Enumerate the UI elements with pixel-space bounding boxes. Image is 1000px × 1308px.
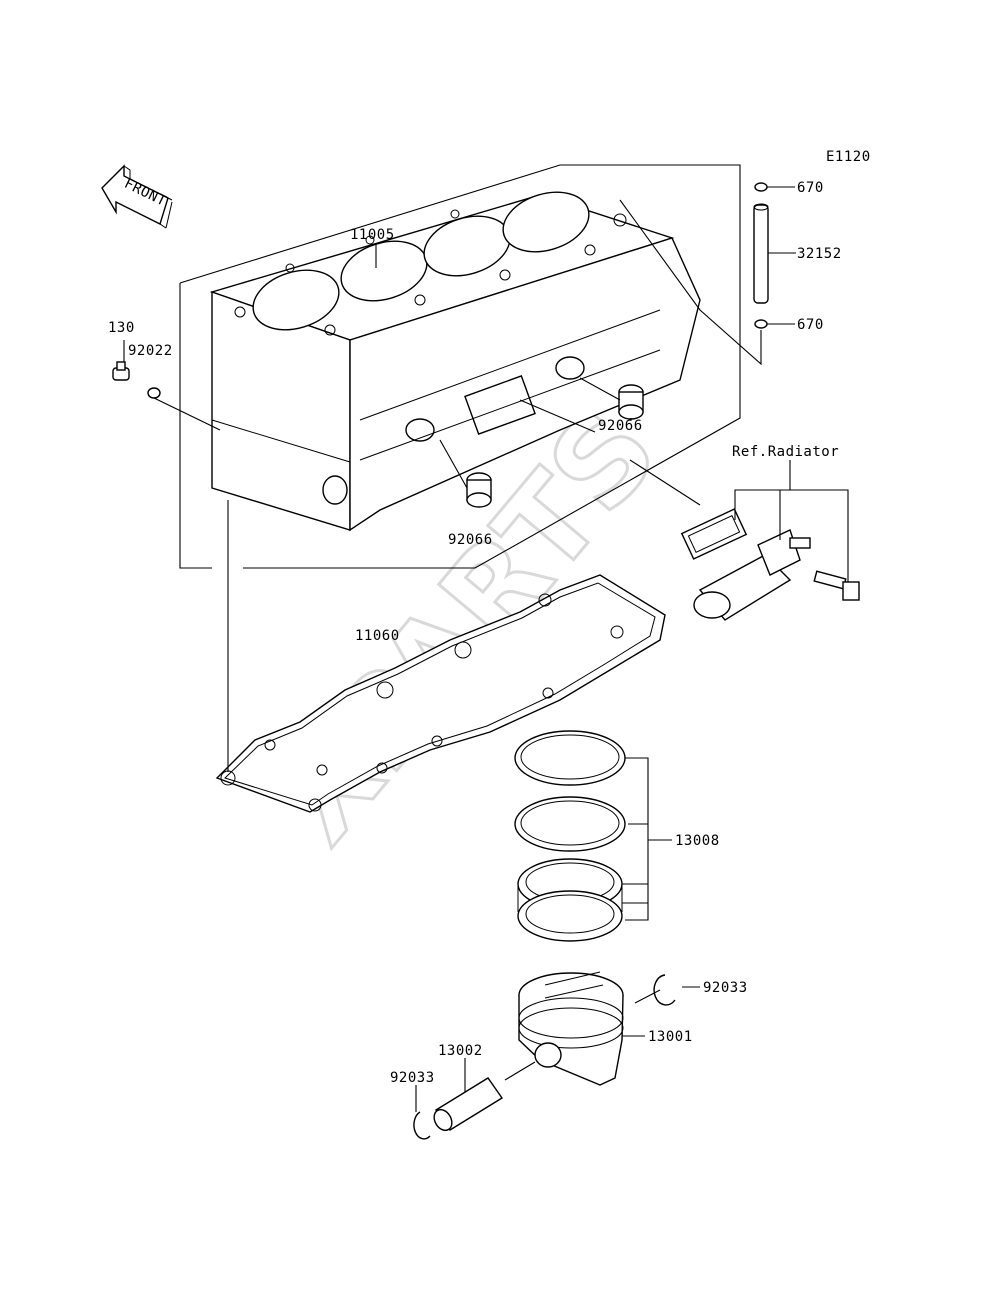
label-13001: 13001 <box>648 1029 693 1045</box>
label-670-top: 670 <box>797 180 824 196</box>
stud-bolt <box>112 361 130 381</box>
label-11005: 11005 <box>350 227 395 243</box>
diagram-code: E1120 <box>826 149 871 165</box>
label-92033-right: 92033 <box>703 980 748 996</box>
label-130: 130 <box>108 320 135 336</box>
radiator-fitting <box>680 508 860 621</box>
piston-ring-second <box>514 796 626 852</box>
snap-ring-right <box>653 974 676 1006</box>
oil-ring-set <box>517 858 623 942</box>
label-13008: 13008 <box>675 833 720 849</box>
plug-left <box>466 472 492 508</box>
cylinder-block <box>209 191 701 532</box>
washer <box>147 387 161 399</box>
label-13002: 13002 <box>438 1043 483 1059</box>
front-arrow-icon: FRONT <box>101 164 173 229</box>
label-92066-right: 92066 <box>598 418 643 434</box>
label-670-bottom: 670 <box>797 317 824 333</box>
snap-ring-left <box>413 1111 431 1140</box>
piston <box>518 971 624 1086</box>
label-92022: 92022 <box>128 343 173 359</box>
plug-right <box>618 384 644 420</box>
o-ring-top <box>754 182 768 192</box>
label-92066-left: 92066 <box>448 532 493 548</box>
cylinder-group-frame <box>179 164 741 569</box>
base-gasket <box>215 574 666 813</box>
label-11060: 11060 <box>355 628 400 644</box>
dowel-pipe <box>753 203 769 304</box>
label-92033-left: 92033 <box>390 1070 435 1086</box>
piston-pin <box>433 1077 503 1132</box>
piston-ring-top <box>514 730 626 786</box>
label-32152: 32152 <box>797 246 842 262</box>
label-ref-radiator: Ref.Radiator <box>732 444 839 460</box>
o-ring-bottom <box>754 319 768 329</box>
